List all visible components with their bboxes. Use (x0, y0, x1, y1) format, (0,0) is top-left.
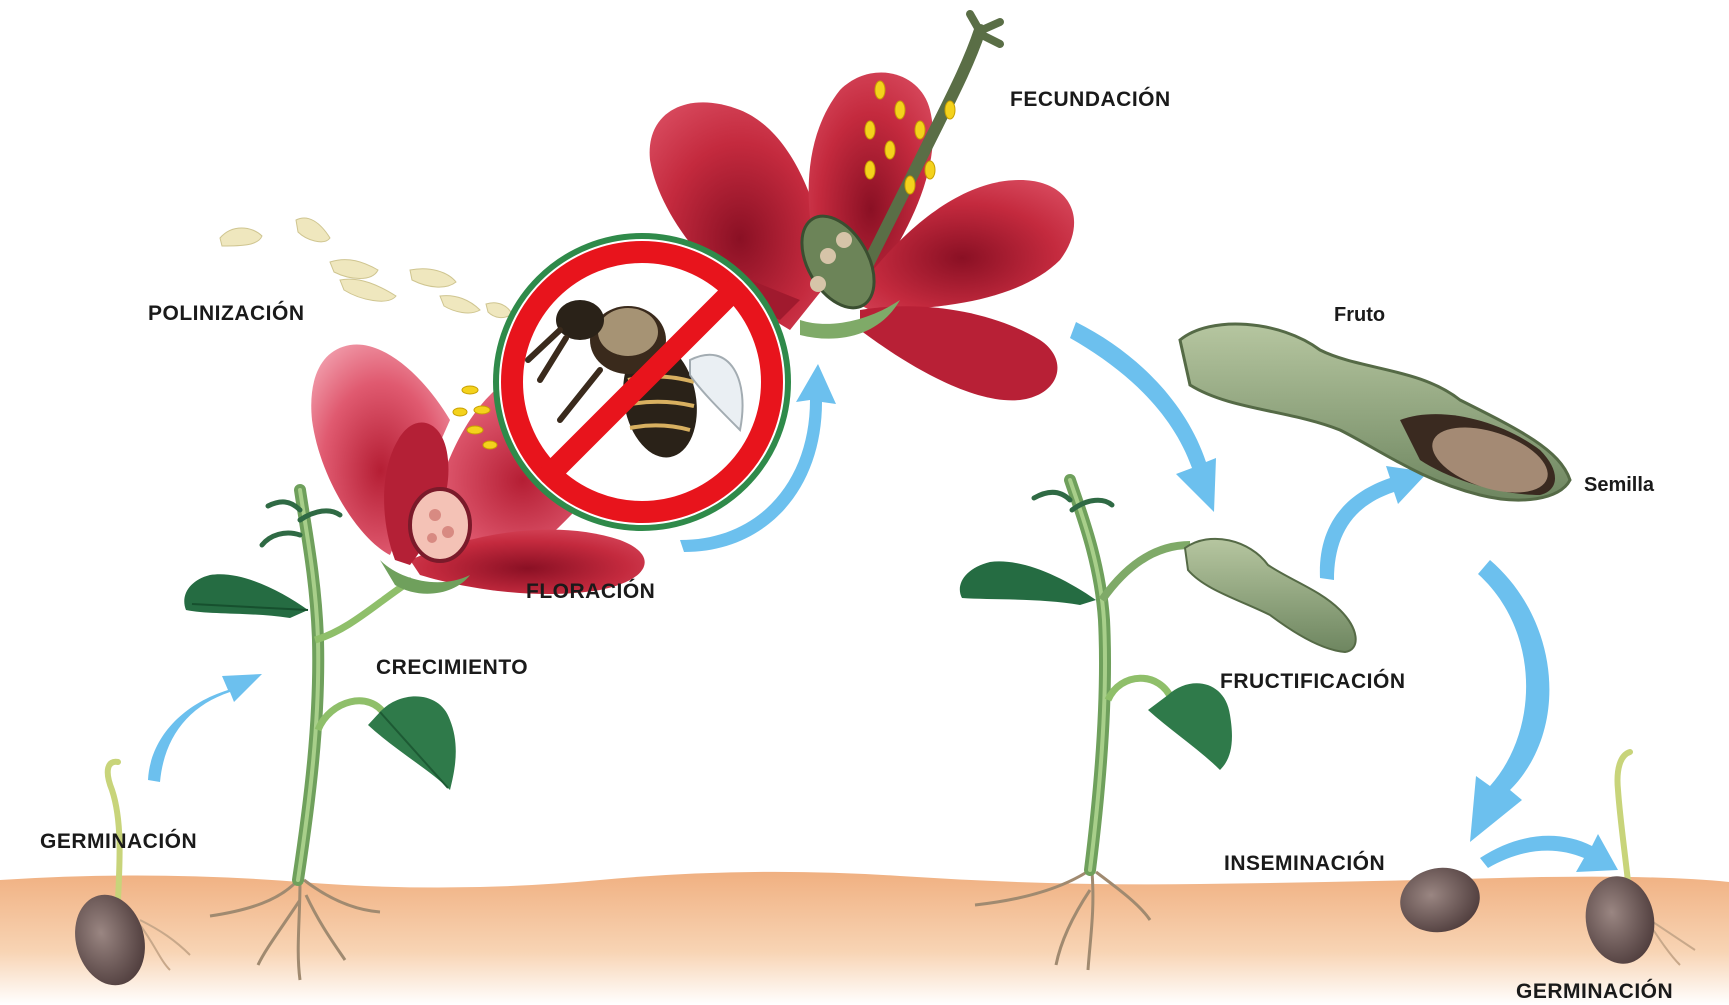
label-crecimiento: CRECIMIENTO (376, 656, 528, 680)
no-bee-icon (496, 236, 788, 528)
leaf (184, 574, 308, 618)
label-fructificacion: FRUCTIFICACIÓN (1220, 670, 1405, 694)
arrow-germinacion-crecimiento (148, 674, 262, 782)
arrow-semilla-inseminacion (1470, 560, 1549, 842)
label-germinacion-left: GERMINACIÓN (40, 830, 197, 854)
label-fecundacion: FECUNDACIÓN (1010, 88, 1171, 112)
fruit-pod (1180, 324, 1570, 505)
label-fruto: Fruto (1334, 304, 1385, 327)
label-inseminacion: INSEMINACIÓN (1224, 852, 1385, 876)
arrow-inseminacion-germinacion (1480, 834, 1618, 872)
label-floracion: FLORACIÓN (526, 580, 655, 604)
leaf (1148, 683, 1232, 770)
leaf (960, 561, 1096, 605)
label-polinizacion: POLINIZACIÓN (148, 302, 305, 326)
label-semilla: Semilla (1584, 474, 1654, 497)
label-germinacion-right: GERMINACIÓN (1516, 980, 1673, 1004)
arrow-fructificacion-fruto (1320, 466, 1428, 580)
